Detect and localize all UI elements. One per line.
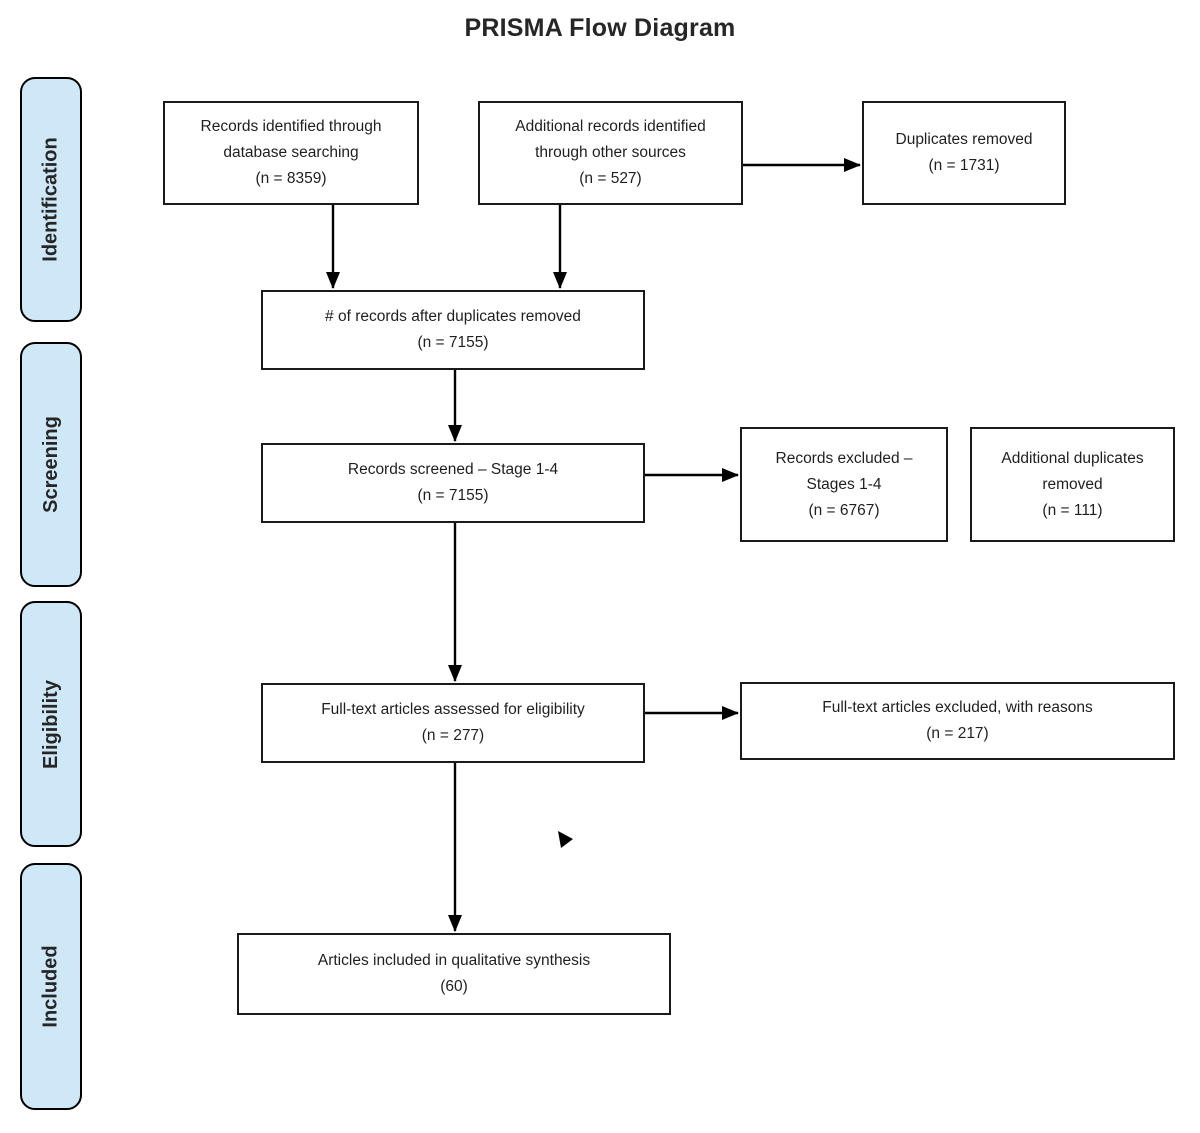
box-additional-duplicates-removed: Additional duplicates removed (n = 111) bbox=[970, 427, 1175, 542]
box-text-line: Additional records identified bbox=[515, 118, 706, 135]
box-text-line: Additional duplicates bbox=[1001, 449, 1144, 467]
box-text-line: Records excluded – bbox=[775, 449, 913, 467]
box-text-line: Full-text articles excluded, with reason… bbox=[822, 699, 1093, 716]
box-text-line: Records screened – Stage 1-4 bbox=[347, 461, 559, 478]
box-fulltext-excluded: Full-text articles excluded, with reason… bbox=[740, 682, 1175, 760]
box-records-after-duplicates: # of records after duplicates removed (n… bbox=[261, 290, 645, 370]
stage-screening: Screening bbox=[20, 342, 82, 587]
box-count: (n = 7155) bbox=[417, 487, 489, 504]
box-count: (n = 7155) bbox=[417, 334, 489, 351]
box-text-line: Stages 1-4 bbox=[806, 475, 882, 493]
box-text-line: Records identified through bbox=[200, 118, 382, 135]
box-count: (n = 6767) bbox=[808, 501, 880, 519]
box-text-line: removed bbox=[1042, 475, 1103, 493]
box-text-line: through other sources bbox=[535, 144, 686, 161]
box-count: (60) bbox=[440, 978, 468, 995]
box-additional-records: Additional records identified through ot… bbox=[478, 101, 743, 205]
box-text-line: Full-text articles assessed for eligibil… bbox=[321, 701, 585, 718]
box-count: (n = 527) bbox=[579, 170, 642, 187]
box-count: (n = 8359) bbox=[255, 170, 327, 187]
box-text-line: # of records after duplicates removed bbox=[325, 308, 581, 325]
box-count: (n = 217) bbox=[926, 725, 989, 742]
stage-label: Included bbox=[39, 945, 62, 1028]
box-duplicates-removed: Duplicates removed (n = 1731) bbox=[862, 101, 1066, 205]
stage-eligibility: Eligibility bbox=[20, 601, 82, 847]
box-fulltext-assessed: Full-text articles assessed for eligibil… bbox=[261, 683, 645, 763]
stage-label: Screening bbox=[39, 416, 62, 513]
box-count: (n = 1731) bbox=[928, 157, 1000, 174]
box-records-screened: Records screened – Stage 1-4 (n = 7155) bbox=[261, 443, 645, 523]
box-count: (n = 277) bbox=[421, 727, 485, 744]
stray-arrowhead-icon bbox=[558, 831, 573, 848]
box-articles-included: Articles included in qualitative synthes… bbox=[237, 933, 671, 1015]
box-text-line: database searching bbox=[223, 144, 359, 161]
page-title: PRISMA Flow Diagram bbox=[464, 14, 736, 42]
box-records-excluded: Records excluded – Stages 1-4 (n = 6767) bbox=[740, 427, 948, 542]
box-count: (n = 111) bbox=[1042, 501, 1103, 519]
stage-label: Identification bbox=[39, 137, 62, 262]
box-text-line: Articles included in qualitative synthes… bbox=[317, 952, 591, 969]
box-records-identified: Records identified through database sear… bbox=[163, 101, 419, 205]
stage-label: Eligibility bbox=[39, 679, 62, 769]
box-text-line: Duplicates removed bbox=[895, 131, 1033, 148]
stage-included: Included bbox=[20, 863, 82, 1110]
stage-identification: Identification bbox=[20, 77, 82, 322]
